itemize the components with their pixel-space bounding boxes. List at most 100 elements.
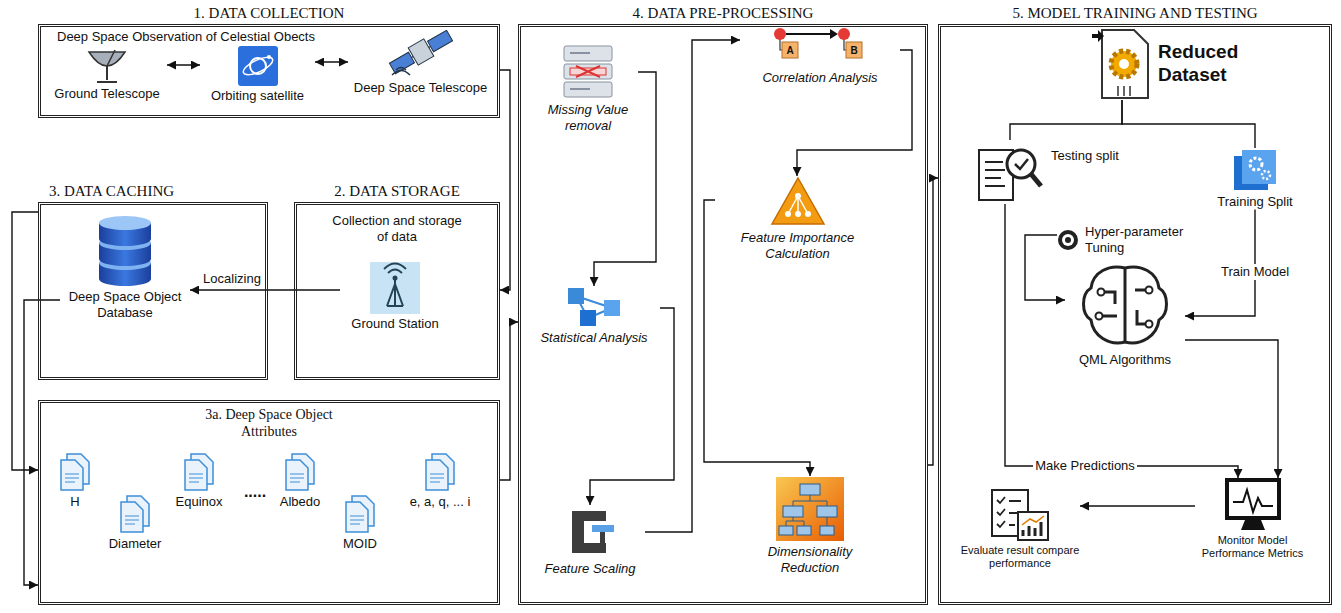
- node-label: Training Split: [1205, 194, 1305, 210]
- icon-part: [1018, 512, 1048, 540]
- icon-part: [1099, 290, 1149, 324]
- icon-part: [428, 47, 430, 48]
- icon-part: [61, 460, 83, 490]
- attribute-node: e, a, q, ... i: [390, 452, 490, 510]
- node-icon: [770, 176, 826, 228]
- icon-part: [1242, 150, 1276, 184]
- process-step: Feature Scaling: [535, 505, 645, 577]
- icon-part: [1022, 516, 1044, 525]
- node-label: Orbiting satellite: [200, 88, 315, 104]
- icon-part: [387, 30, 454, 77]
- icon-part: [185, 460, 207, 490]
- panel-heading: 3. DATA CACHING: [49, 183, 174, 200]
- icon-part: [430, 474, 444, 482]
- node-icon: [238, 46, 278, 86]
- node-label: Correlation Analysis: [740, 70, 900, 86]
- ellipsis-mark: .....: [244, 483, 266, 501]
- edge-label: Localizing: [201, 271, 263, 287]
- stage-panel: 1. DATA COLLECTIONDeep Space Observation…: [38, 24, 500, 118]
- icon-part: [426, 460, 448, 490]
- icon-part: [267, 55, 271, 59]
- icon-part: [1119, 59, 1129, 69]
- node-icon: [775, 476, 845, 542]
- node-label: Reduced Dataset: [1158, 41, 1272, 87]
- node-label: Feature Scaling: [535, 561, 645, 577]
- flow-connector: [1122, 100, 1255, 148]
- icon-part: [65, 474, 79, 482]
- attribute-node: Equinox: [168, 452, 230, 510]
- icon-part: [121, 502, 143, 532]
- satellite-node: Orbiting satellite: [200, 46, 315, 104]
- icon-part: [774, 28, 786, 40]
- icon-part: [838, 28, 850, 40]
- icon-part: [817, 506, 837, 517]
- icon-part: [350, 516, 364, 524]
- flow-connector: [928, 178, 938, 465]
- icon-part: [1146, 287, 1153, 294]
- node-icon: [424, 452, 456, 492]
- panel-heading: 5. MODEL TRAINING AND TESTING: [938, 5, 1332, 22]
- node-icon: [183, 452, 215, 492]
- node-label: Diameter: [103, 536, 167, 552]
- icon-part: [393, 276, 398, 281]
- icon-part: [570, 53, 590, 89]
- icon-part: [427, 30, 452, 51]
- icon-part: [805, 211, 811, 217]
- panel-note: Deep Space Observation of Celestial Obec…: [57, 29, 315, 45]
- node-label: Deep Space Telescope: [348, 80, 493, 96]
- split-node: Testing split: [975, 140, 1145, 204]
- icon-part: [106, 66, 108, 80]
- icon-part: [408, 39, 434, 65]
- icon-part: [997, 497, 1005, 527]
- node-icon: [370, 262, 420, 314]
- model-node: QML Algorithms: [1065, 262, 1185, 368]
- icon-part: [1233, 490, 1273, 512]
- icon-part: [795, 193, 801, 199]
- flow-connector: [1185, 210, 1255, 316]
- icon-part: [99, 216, 151, 230]
- result-node: Evaluate result compare performance: [960, 488, 1080, 570]
- icon-part: [1250, 158, 1262, 170]
- node-icon: [97, 215, 153, 287]
- icon-part: [1065, 237, 1071, 243]
- telescope-node: Ground Telescope: [47, 46, 167, 102]
- icon-part: [286, 460, 308, 490]
- icon-part: [1098, 289, 1105, 296]
- icon-part: [107, 50, 115, 66]
- flow-connector: [190, 289, 340, 290]
- icon-part: [125, 516, 139, 524]
- icon-letter: A: [786, 45, 793, 56]
- node-icon: [562, 505, 618, 559]
- node-label: Testing split: [1051, 148, 1145, 164]
- icon-part: [370, 262, 420, 314]
- icon-part: [1031, 174, 1041, 186]
- telescope-node: Deep Space Telescope: [348, 30, 493, 96]
- icon-part: [384, 264, 406, 274]
- icon-part: [772, 178, 824, 224]
- node-icon: [990, 488, 1050, 542]
- icon-part: [779, 526, 793, 535]
- attribute-node: Albedo: [270, 452, 330, 510]
- icon-part: [290, 474, 304, 482]
- panel-heading: 4. DATA PRE-PROCESSING: [518, 5, 928, 22]
- icon-part: [1241, 520, 1265, 530]
- node-label: e, a, q, ... i: [390, 494, 490, 510]
- station-node: Ground Station: [340, 262, 450, 332]
- icon-part: [564, 64, 612, 79]
- edge-label: Make Predictions: [1033, 458, 1137, 474]
- flow-connector: [500, 70, 510, 290]
- icon-part: [346, 502, 368, 532]
- process-step: Dimensionality Reduction: [750, 476, 870, 575]
- node-icon: [1232, 148, 1278, 192]
- process-step: Statistical Analysis: [528, 286, 660, 346]
- process-step: Missing Value removal: [538, 44, 638, 133]
- icon-part: [1146, 321, 1153, 328]
- icon-part: [576, 66, 600, 77]
- icon-part: [1023, 522, 1041, 536]
- flow-connector: [1005, 204, 1238, 478]
- node-text-group: Testing split: [1051, 140, 1145, 164]
- node-label: Hyper-parameter Tuning: [1085, 224, 1207, 255]
- node-icon: [1079, 262, 1171, 350]
- icon-part: [89, 52, 125, 66]
- node-icon: [566, 286, 622, 328]
